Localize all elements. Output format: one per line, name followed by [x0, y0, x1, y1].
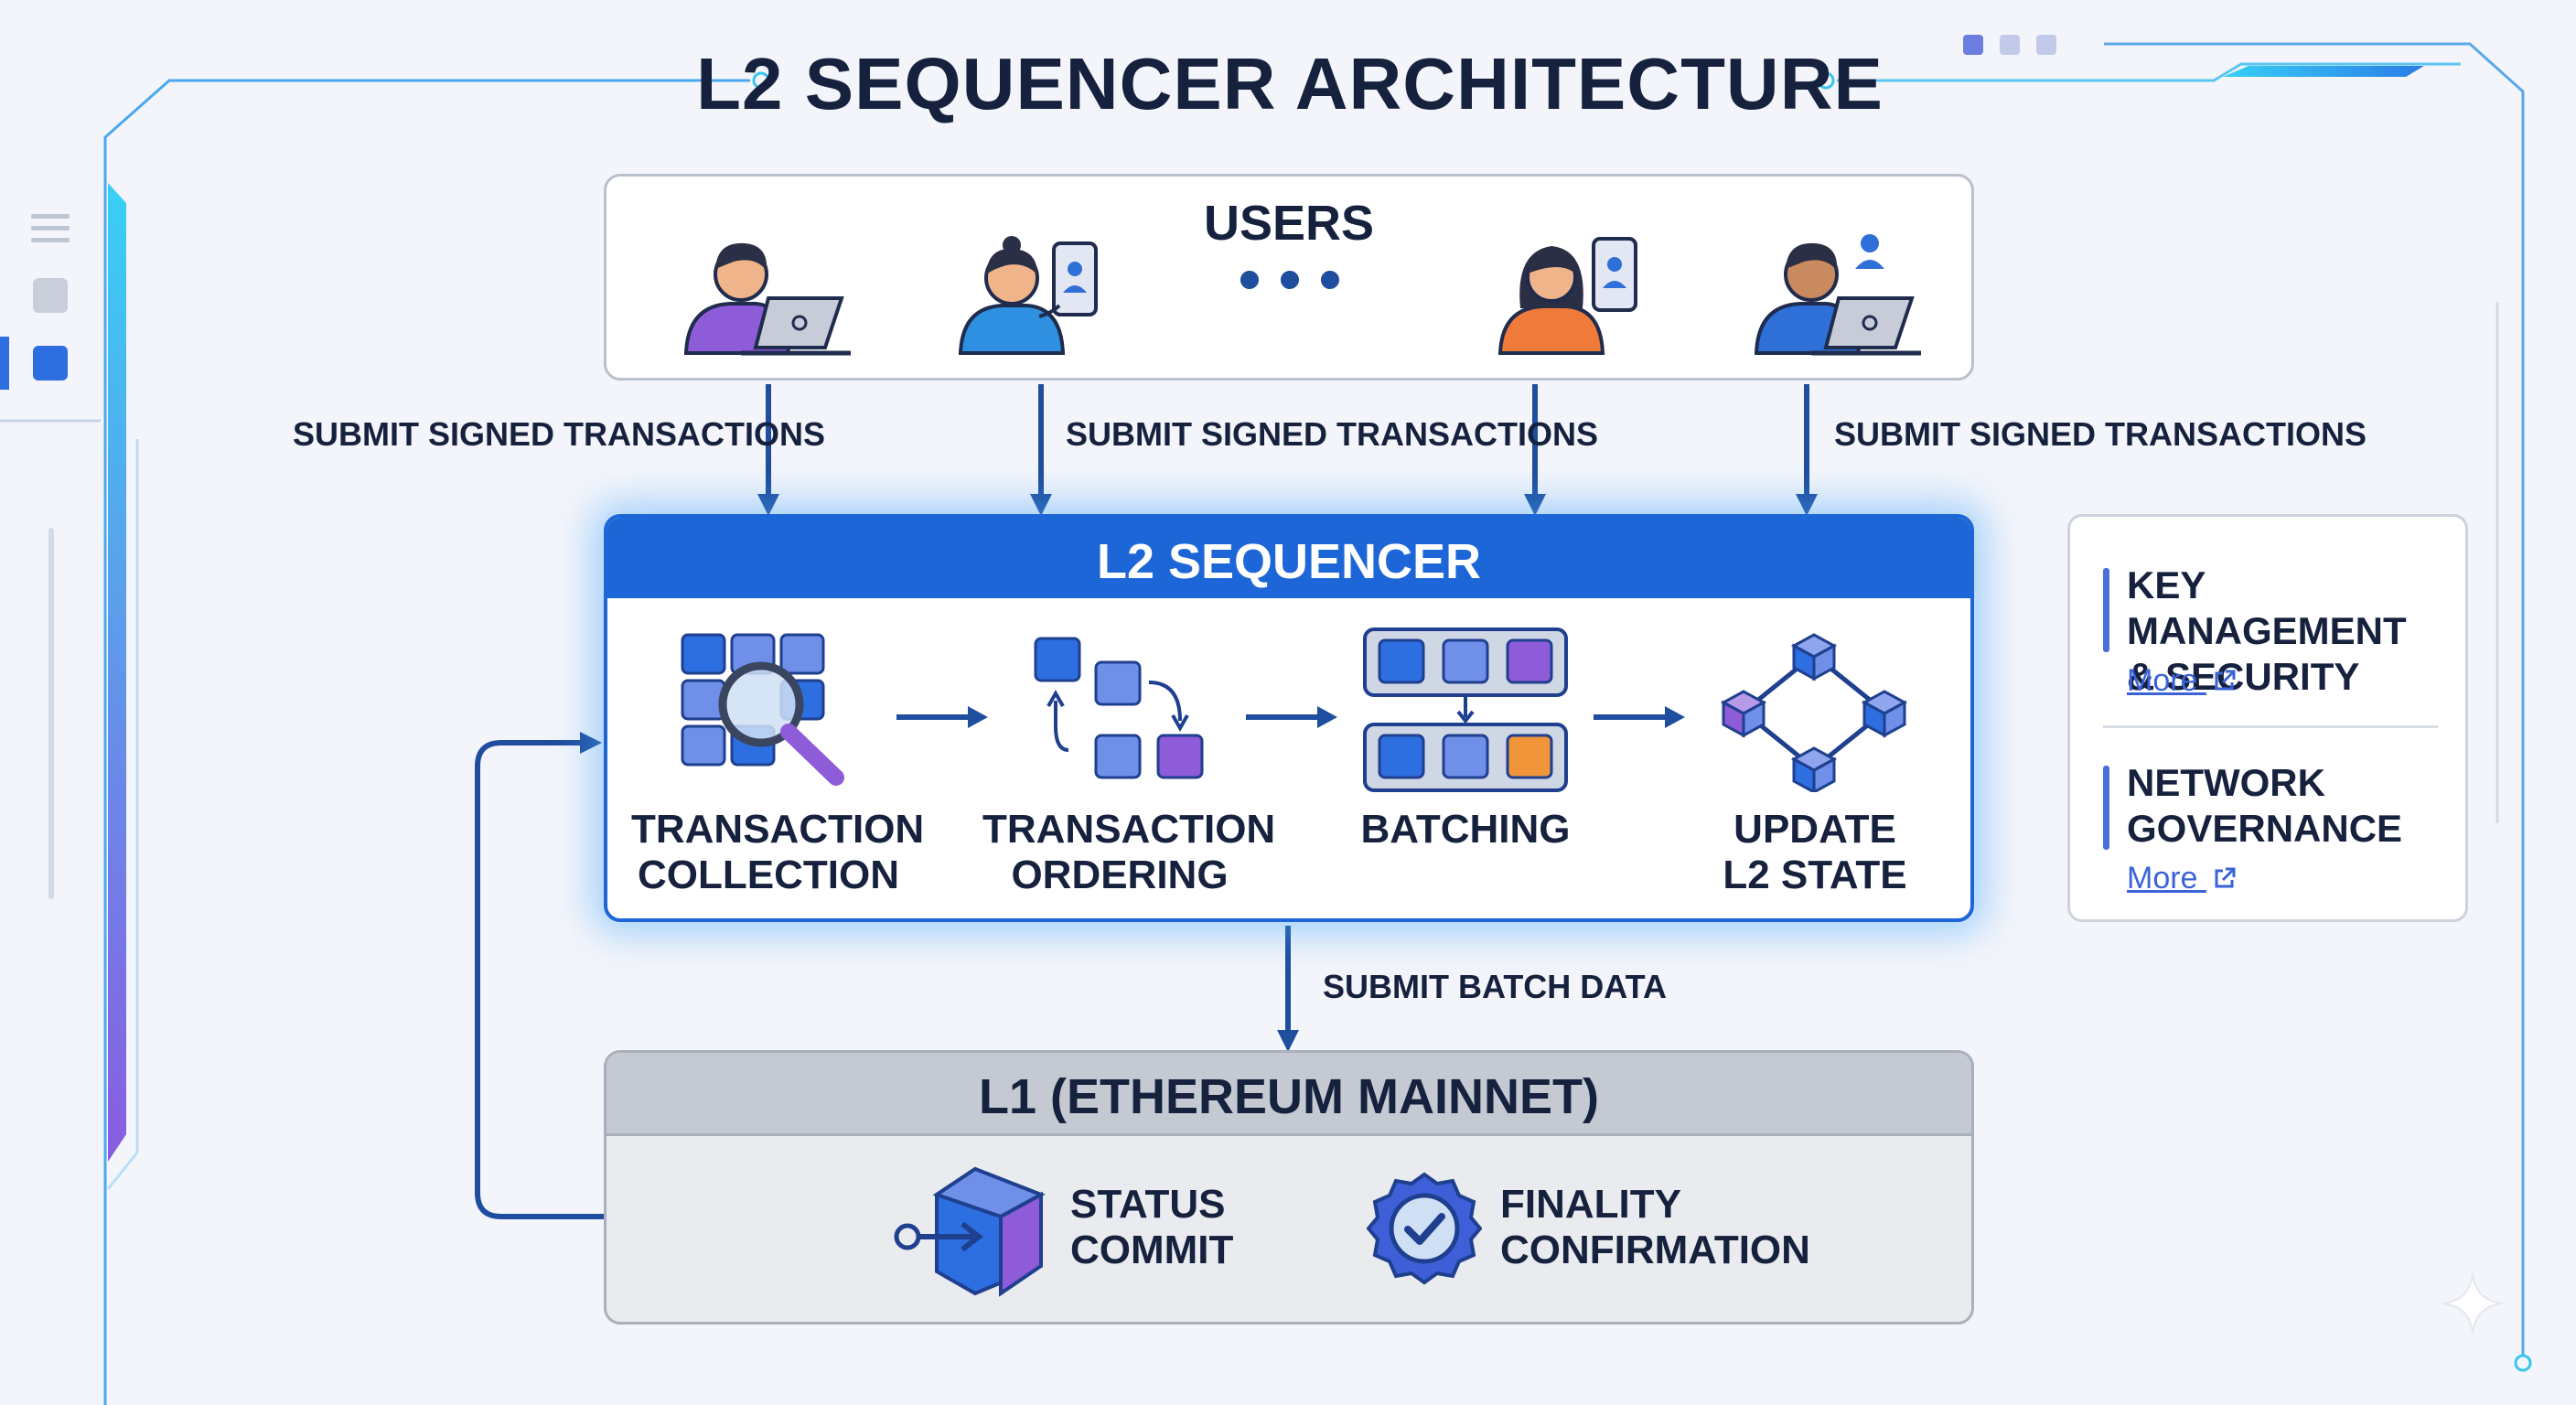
magnifier-grid-icon	[681, 633, 844, 786]
key-management-title: KEY MANAGEMENT& SECURITY	[2127, 563, 2407, 698]
check-badge-icon	[1367, 1172, 1482, 1285]
users-panel: USERS	[604, 174, 1974, 381]
user-phone-icon	[1497, 237, 1637, 355]
external-link-icon	[2215, 670, 2236, 691]
side-divider	[2103, 725, 2438, 728]
rail-active-square-icon[interactable]	[33, 346, 68, 381]
network-governance-more-link[interactable]: More	[2127, 861, 2238, 896]
state-graph-icon	[1720, 633, 1908, 792]
menu-icon[interactable]	[31, 212, 70, 245]
sparkle-icon	[2442, 1272, 2504, 1335]
arrow-right-icon	[1246, 706, 1337, 728]
external-link-icon	[2215, 867, 2236, 888]
user-laptop-icon	[1754, 234, 1921, 356]
l2-sequencer-header: L2 SEQUENCER	[607, 518, 1970, 598]
key-management-more-link[interactable]: More	[2127, 663, 2238, 699]
submit-transactions-label-1: SUBMIT SIGNED TRANSACTIONS	[293, 415, 826, 453]
submit-batch-label: SUBMIT BATCH DATA	[1323, 968, 1667, 1005]
step-batching-label: BATCHING	[1360, 807, 1571, 852]
rail-square-icon[interactable]	[33, 278, 68, 313]
batch-rows-icon	[1363, 627, 1568, 792]
cube-commit-icon	[894, 1166, 1046, 1297]
arrow-right-icon	[1594, 706, 1685, 728]
submit-transactions-label-3: SUBMIT SIGNED TRANSACTIONS	[1834, 415, 2367, 453]
l1-header: L1 (ETHEREUM MAINNET)	[606, 1053, 1971, 1136]
key-management-item: KEY MANAGEMENT& SECURITY More	[2103, 563, 2451, 700]
user-phone-icon	[958, 236, 1098, 355]
user-laptop-icon	[683, 242, 851, 356]
more-users-ellipsis: • • •	[1238, 243, 1342, 315]
submit-transactions-label-2: SUBMIT SIGNED TRANSACTIONS	[1066, 415, 1599, 453]
arrow-right-icon	[896, 706, 988, 728]
l1-panel: L1 (ETHEREUM MAINNET)	[604, 1050, 1974, 1325]
reorder-blocks-icon	[1034, 637, 1204, 779]
users-label: USERS	[1203, 196, 1375, 251]
page-title: L2 SEQUENCER ARCHITECTURE	[696, 43, 1884, 124]
